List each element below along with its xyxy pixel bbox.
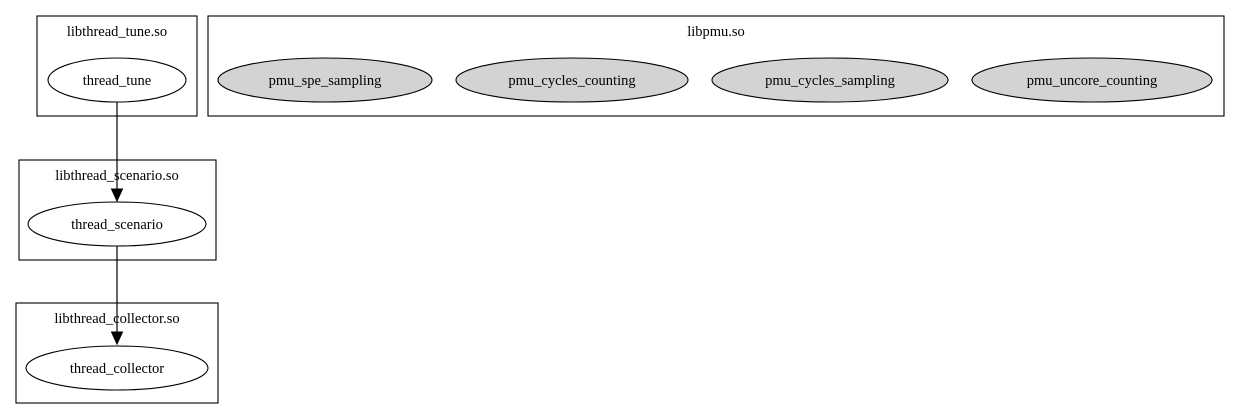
- node-pmu-spe-sampling-label: pmu_spe_sampling: [269, 73, 382, 89]
- node-thread-collector-shape: [25, 345, 209, 391]
- node-thread-scenario: thread_scenario: [27, 201, 207, 247]
- node-pmu-spe-sampling: pmu_spe_sampling: [217, 57, 433, 103]
- node-pmu-cycles-counting: pmu_cycles_counting: [455, 57, 689, 103]
- node-thread-tune-shape: [47, 57, 187, 103]
- node-pmu-cycles-sampling: pmu_cycles_sampling: [711, 57, 949, 103]
- edge-thread-tune-to-thread-scenario: [110, 102, 124, 203]
- cluster-libpmu-box: [207, 15, 1225, 117]
- node-pmu-spe-sampling-shape: [217, 57, 433, 103]
- node-pmu-cycles-sampling-label: pmu_cycles_sampling: [765, 73, 895, 89]
- cluster-libpmu-label: libpmu.so: [687, 24, 745, 40]
- node-thread-collector: thread_collector: [25, 345, 209, 391]
- cluster-libpmu: libpmu.so: [207, 15, 1225, 117]
- node-thread-scenario-shape: [27, 201, 207, 247]
- edge-arrowhead: [110, 331, 124, 346]
- node-thread-collector-label: thread_collector: [70, 361, 164, 377]
- node-pmu-cycles-counting-label: pmu_cycles_counting: [508, 73, 635, 89]
- node-pmu-uncore-counting-label: pmu_uncore_counting: [1027, 73, 1157, 89]
- edge-thread-scenario-to-thread-collector: [110, 246, 124, 346]
- cluster-libthread-tune-label: libthread_tune.so: [67, 24, 167, 40]
- node-pmu-uncore-counting-shape: [971, 57, 1213, 103]
- node-pmu-cycles-counting-shape: [455, 57, 689, 103]
- node-thread-scenario-label: thread_scenario: [71, 217, 163, 233]
- node-pmu-cycles-sampling-shape: [711, 57, 949, 103]
- node-thread-tune-label: thread_tune: [83, 73, 151, 89]
- edge-arrowhead: [110, 188, 124, 203]
- node-thread-tune: thread_tune: [47, 57, 187, 103]
- node-pmu-uncore-counting: pmu_uncore_counting: [971, 57, 1213, 103]
